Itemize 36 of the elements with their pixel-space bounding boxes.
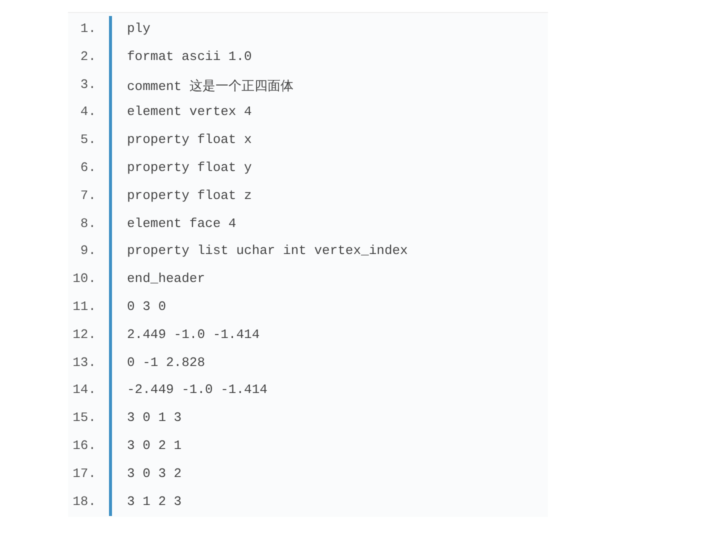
code-line: 3 0 2 1 [127, 438, 182, 453]
line-number: 11. [72, 299, 96, 314]
line-number: 18. [72, 494, 96, 509]
line-number: 10. [72, 271, 96, 286]
code-line: 0 3 0 [127, 299, 166, 314]
line-number: 6. [79, 160, 96, 175]
code-line: -2.449 -1.0 -1.414 [127, 382, 268, 398]
code-line: element vertex 4 [127, 104, 252, 120]
line-number: 9. [79, 243, 96, 258]
line-number: 2. [79, 48, 96, 64]
code-line: comment 这是一个正四面体 [127, 78, 294, 95]
line-number: 13. [72, 354, 96, 370]
code-line: format ascii 1.0 [127, 48, 252, 64]
code-line: 2.449 -1.0 -1.414 [127, 326, 260, 342]
code-line: property float y [127, 160, 252, 175]
code-line: 0 -1 2.828 [127, 354, 206, 370]
line-number: 15. [72, 410, 96, 426]
code-line: 3 0 1 3 [127, 410, 182, 426]
line-number: 16. [72, 438, 96, 453]
code-line: element face 4 [127, 216, 236, 231]
code-line: ply [127, 21, 150, 36]
code-line: property float x [127, 132, 252, 148]
line-number: 14. [72, 382, 96, 398]
code-line: property float z [127, 188, 252, 203]
code-line: property list uchar int vertex_index [127, 243, 408, 258]
code-line: 3 0 3 2 [127, 466, 182, 481]
line-number: 17. [72, 466, 96, 481]
line-number: 4. [79, 104, 96, 120]
line-number: 5. [79, 132, 96, 148]
line-number: 3. [79, 76, 96, 92]
line-number: 8. [79, 216, 96, 231]
code-line: end_header [127, 271, 206, 286]
line-number: 7. [79, 188, 96, 203]
line-number: 12. [72, 326, 96, 342]
line-number: 1. [79, 21, 96, 36]
code-line: 3 1 2 3 [127, 494, 182, 509]
